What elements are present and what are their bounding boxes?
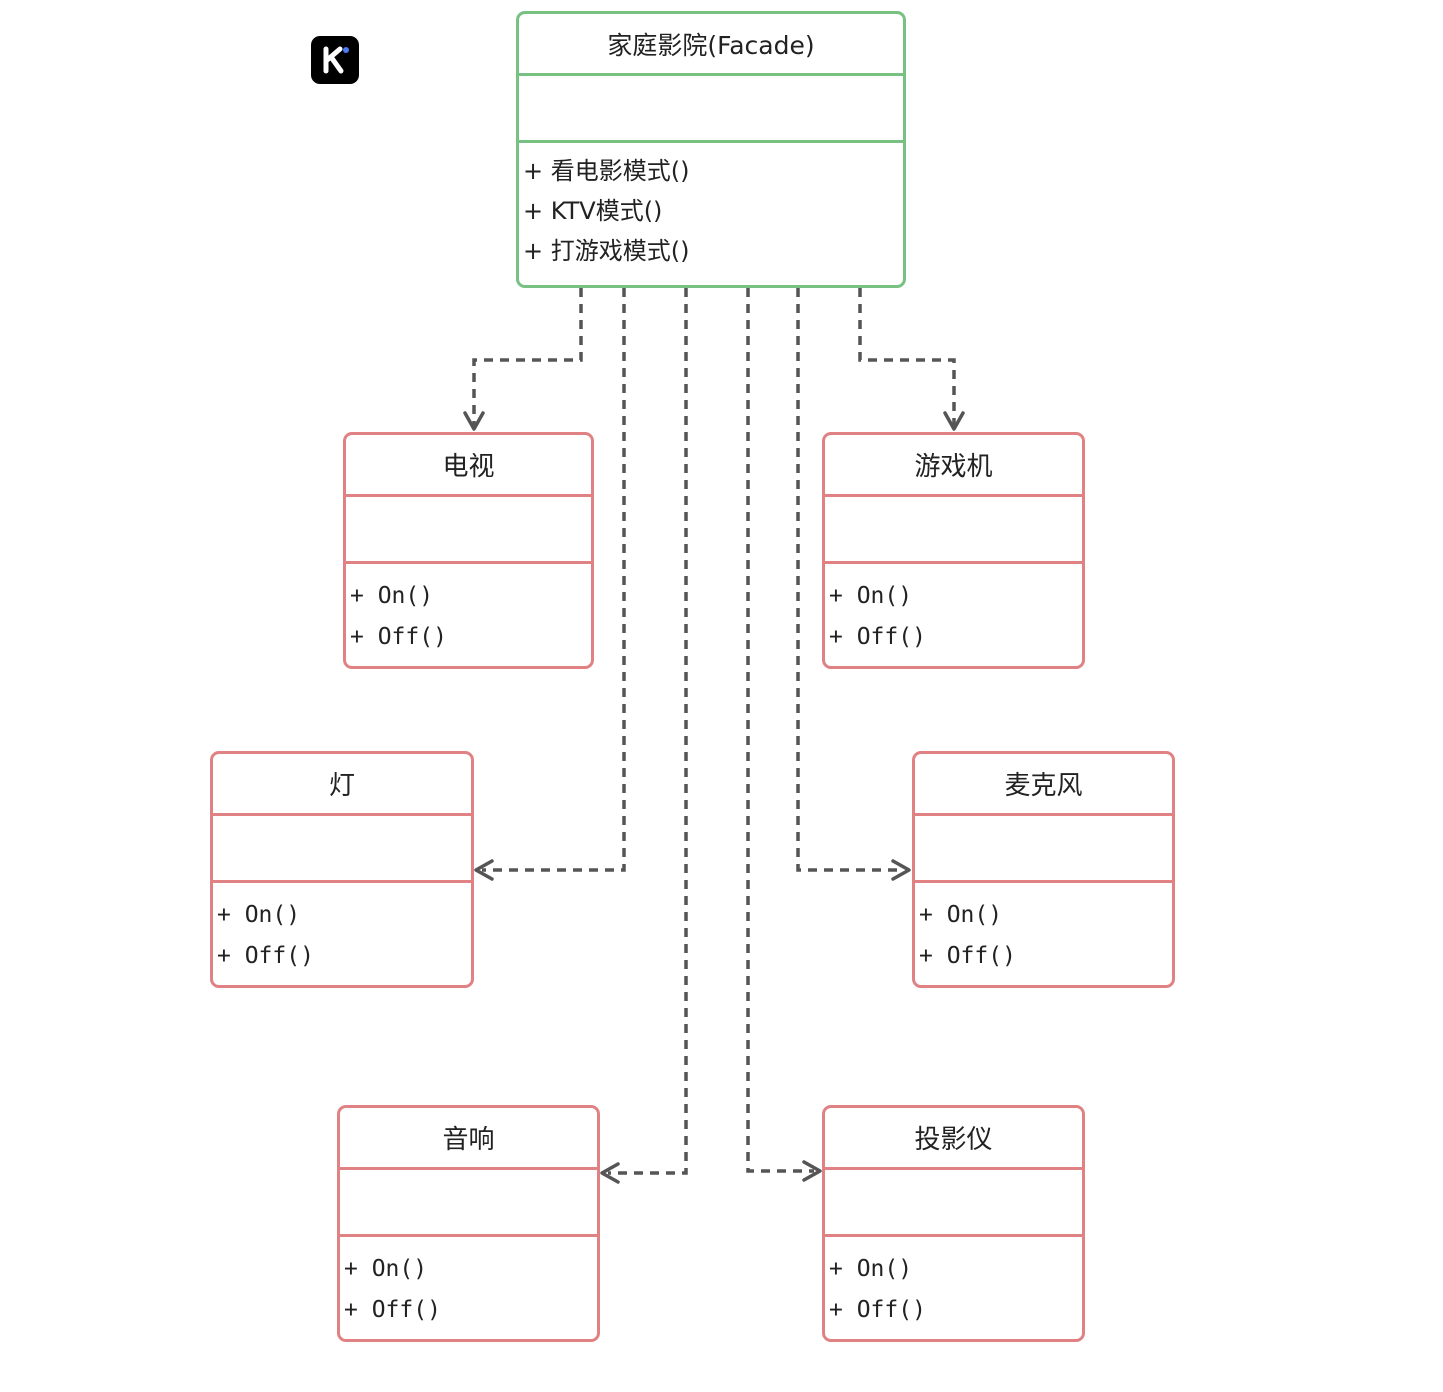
class-console-name: 游戏机 bbox=[825, 435, 1082, 497]
method-movie-mode: + 看电影模式() bbox=[523, 157, 690, 185]
class-light-methods: + On() + Off() bbox=[213, 883, 471, 977]
class-projector-methods: + On() + Off() bbox=[825, 1237, 1082, 1331]
method-off: + Off() bbox=[829, 1297, 926, 1323]
method-game-mode: + 打游戏模式() bbox=[523, 237, 690, 265]
method-on: + On() bbox=[829, 1256, 913, 1282]
connector-facade-to-console bbox=[858, 288, 956, 426]
class-tv-attributes bbox=[346, 497, 591, 564]
class-console[interactable]: 游戏机 + On() + Off() bbox=[822, 432, 1085, 669]
class-speaker-attributes bbox=[340, 1170, 597, 1237]
class-light-attributes bbox=[213, 816, 471, 883]
class-facade-methods: + 看电影模式() + KTV模式() + 打游戏模式() bbox=[519, 143, 903, 271]
connector-facade-to-light bbox=[482, 288, 626, 872]
class-light-name: 灯 bbox=[213, 754, 471, 816]
method-off: + Off() bbox=[829, 624, 926, 650]
method-off: + Off() bbox=[217, 943, 314, 969]
method-on: + On() bbox=[217, 902, 301, 928]
connector-facade-to-speaker bbox=[608, 288, 688, 1175]
class-speaker-name: 音响 bbox=[340, 1108, 597, 1170]
class-console-attributes bbox=[825, 497, 1082, 564]
connector-facade-to-projector bbox=[746, 288, 814, 1173]
class-microphone-attributes bbox=[915, 816, 1172, 883]
method-on: + On() bbox=[350, 583, 434, 609]
class-speaker-methods: + On() + Off() bbox=[340, 1237, 597, 1331]
arrowhead-projector bbox=[802, 1160, 822, 1182]
class-console-methods: + On() + Off() bbox=[825, 564, 1082, 658]
method-on: + On() bbox=[919, 902, 1003, 928]
class-speaker[interactable]: 音响 + On() + Off() bbox=[337, 1105, 600, 1342]
class-tv[interactable]: 电视 + On() + Off() bbox=[343, 432, 594, 669]
class-light[interactable]: 灯 + On() + Off() bbox=[210, 751, 474, 988]
class-microphone-methods: + On() + Off() bbox=[915, 883, 1172, 977]
class-facade-name: 家庭影院(Facade) bbox=[519, 14, 903, 76]
class-projector-name: 投影仪 bbox=[825, 1108, 1082, 1170]
class-facade[interactable]: 家庭影院(Facade) + 看电影模式() + KTV模式() + 打游戏模式… bbox=[516, 11, 906, 288]
class-tv-methods: + On() + Off() bbox=[346, 564, 591, 658]
arrowhead-console bbox=[943, 411, 965, 431]
class-microphone[interactable]: 麦克风 + On() + Off() bbox=[912, 751, 1175, 988]
k-logo-icon bbox=[311, 36, 359, 84]
connector-facade-to-tv bbox=[472, 288, 583, 426]
arrowhead-speaker bbox=[600, 1162, 620, 1184]
method-ktv-mode: + KTV模式() bbox=[523, 197, 663, 225]
class-projector-attributes bbox=[825, 1170, 1082, 1237]
class-tv-name: 电视 bbox=[346, 435, 591, 497]
method-off: + Off() bbox=[350, 624, 447, 650]
class-projector[interactable]: 投影仪 + On() + Off() bbox=[822, 1105, 1085, 1342]
arrowhead-tv bbox=[463, 411, 485, 431]
arrowhead-microphone bbox=[891, 859, 911, 881]
arrowhead-light bbox=[474, 859, 494, 881]
method-on: + On() bbox=[829, 583, 913, 609]
class-facade-attributes bbox=[519, 76, 903, 143]
connector-facade-to-microphone bbox=[796, 288, 904, 872]
method-off: + Off() bbox=[344, 1297, 441, 1323]
method-off: + Off() bbox=[919, 943, 1016, 969]
class-microphone-name: 麦克风 bbox=[915, 754, 1172, 816]
method-on: + On() bbox=[344, 1256, 428, 1282]
